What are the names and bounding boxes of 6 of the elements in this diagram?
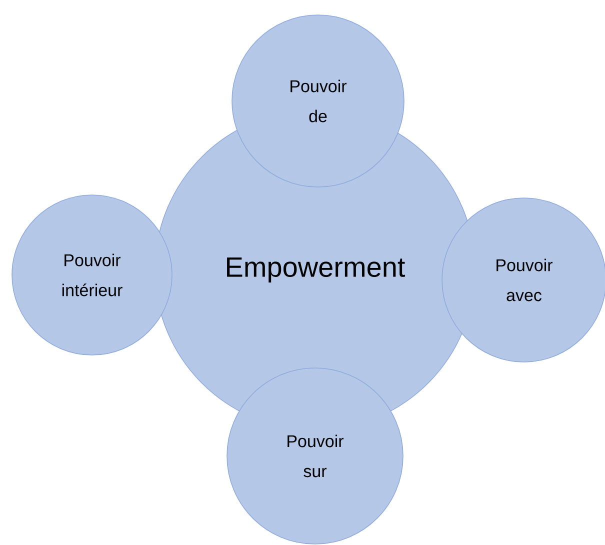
circle-node: Pouvoir de xyxy=(232,14,404,188)
circle-node: Pouvoir sur xyxy=(226,368,404,544)
node-label: Pouvoir sur xyxy=(288,434,344,478)
node-label: Pouvoir avec xyxy=(496,258,553,302)
circle-node: Pouvoir intérieur xyxy=(12,194,172,356)
circle-node: Pouvoir avec xyxy=(442,198,605,362)
